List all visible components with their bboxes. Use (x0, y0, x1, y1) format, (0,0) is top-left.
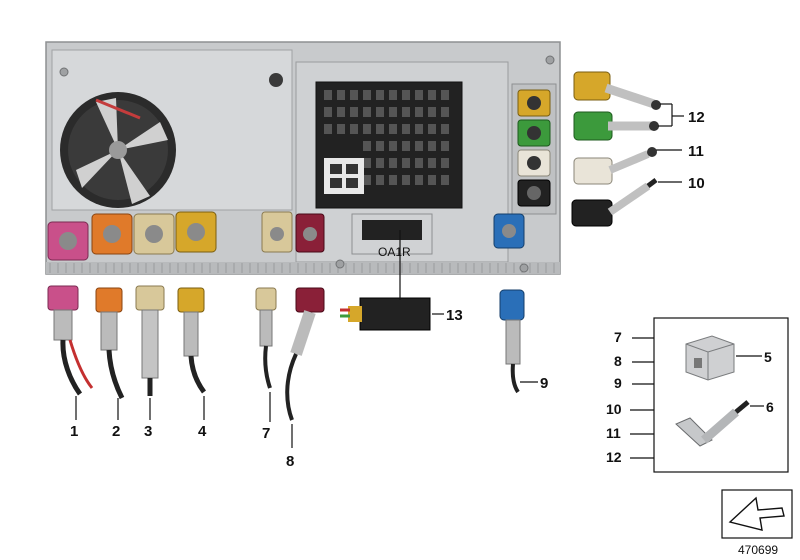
callout-9: 9 (540, 375, 548, 392)
right-connector-stack (511, 83, 557, 215)
connector-13-plug[interactable] (340, 297, 431, 331)
detail-part-6: 6 (766, 399, 774, 415)
connector-7-beige[interactable] (255, 287, 277, 389)
reference-stamp: 470699 (721, 489, 793, 557)
connector-2-orange[interactable] (95, 287, 125, 400)
callout-1: 1 (70, 423, 78, 440)
connector-12-green[interactable] (573, 111, 659, 141)
callout-7: 7 (262, 425, 270, 442)
callout-11: 11 (688, 143, 704, 160)
detail-label-10: 10 (606, 401, 622, 417)
detail-label-9: 9 (614, 375, 622, 391)
callouts: 1 2 3 4 7 8 9 10 11 12 13 (70, 103, 705, 470)
connector-12-curry[interactable] (573, 71, 661, 110)
repair-housing-part (685, 335, 735, 381)
housing-bottom-connectors: OA1R (47, 211, 525, 261)
reference-number: 470699 (738, 543, 778, 557)
callout-3: 3 (144, 423, 152, 440)
callout-12: 12 (688, 109, 705, 126)
detail-label-7: 7 (614, 329, 622, 345)
main-connector-block (315, 81, 463, 209)
callout-8: 8 (286, 453, 294, 470)
connector-8-bordeaux[interactable] (285, 287, 325, 421)
connector-1-pink[interactable] (47, 285, 94, 396)
detail-label-8: 8 (614, 353, 622, 369)
detail-part-5: 5 (764, 349, 772, 365)
connector-10-black[interactable] (571, 178, 658, 227)
connector-11-white[interactable] (573, 147, 657, 185)
connector-3-beige[interactable] (135, 285, 165, 396)
callout-13: 13 (446, 307, 463, 324)
repair-pin-part (675, 400, 750, 447)
detail-box: 7 8 9 10 11 12 5 6 (606, 317, 789, 473)
direction-arrow-icon (728, 496, 785, 531)
detail-label-12: 12 (606, 449, 622, 465)
detail-label-11: 11 (606, 425, 621, 441)
unit-label: OA1R (378, 245, 411, 259)
connector-9-blue[interactable] (499, 289, 525, 394)
connector-4-curry[interactable] (177, 287, 207, 394)
callout-10: 10 (688, 175, 705, 192)
callout-2: 2 (112, 423, 120, 440)
callout-4: 4 (198, 423, 207, 440)
cooling-fan (60, 92, 176, 208)
